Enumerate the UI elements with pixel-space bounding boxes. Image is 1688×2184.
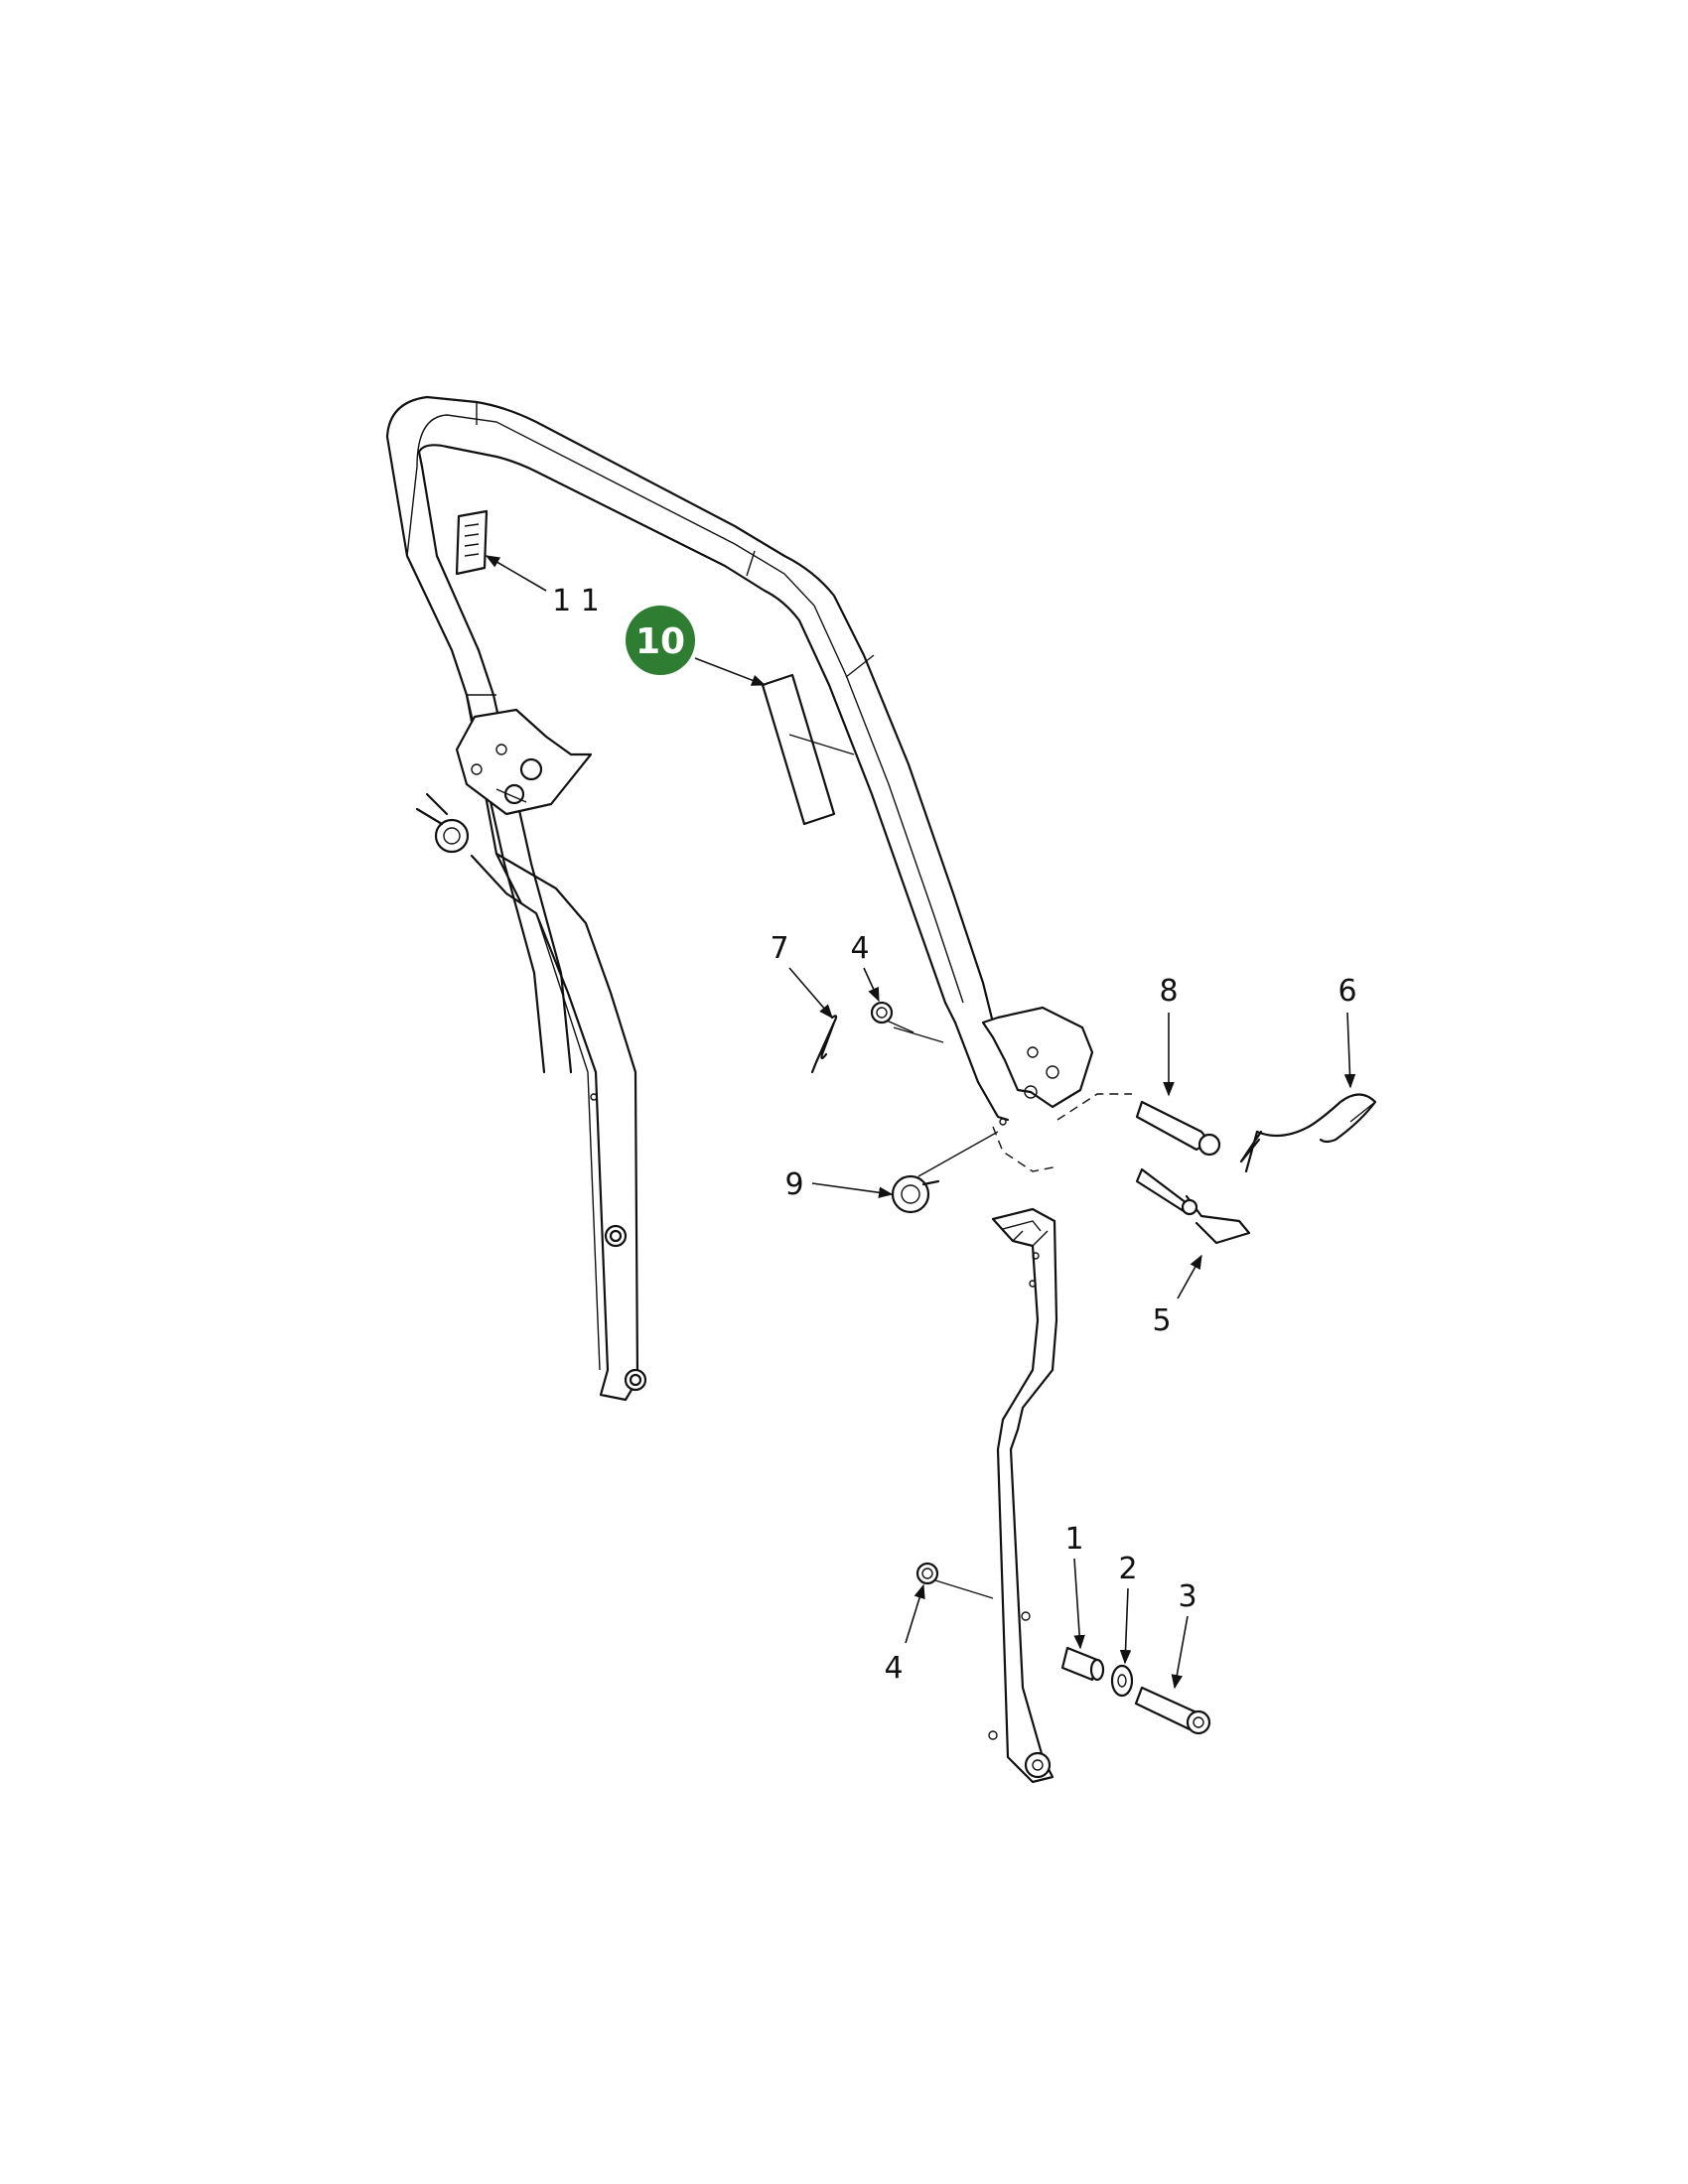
- leader-5: [1177, 1254, 1202, 1299]
- callout-5: 5: [1152, 1303, 1171, 1338]
- left-bracket: [455, 708, 593, 816]
- spacer: [1060, 1646, 1105, 1682]
- leader-6: [1343, 1012, 1356, 1089]
- callout-2: 2: [1118, 1552, 1137, 1586]
- hairpin-cotter: [810, 1015, 838, 1074]
- callout-11: 1 1: [552, 584, 600, 618]
- callout-1: 1: [1064, 1522, 1083, 1557]
- callout-4-top: 4: [850, 931, 869, 966]
- callout-10-highlight: 10: [626, 606, 695, 675]
- leader-11: [485, 555, 547, 592]
- leader-4-top: [863, 967, 880, 1003]
- leader-2: [1119, 1587, 1132, 1665]
- leader-3: [1171, 1615, 1189, 1690]
- right-bracket: [953, 1006, 1094, 1126]
- callout-6: 6: [1337, 974, 1356, 1009]
- callout-10: 10: [635, 621, 685, 662]
- leader-1: [1073, 1558, 1085, 1650]
- clevis-pin: [1135, 1100, 1221, 1157]
- nut-top: [870, 1001, 914, 1033]
- leader-4-bottom: [905, 1583, 925, 1644]
- callout-8: 8: [1159, 974, 1178, 1009]
- callout-4-bottom: 4: [884, 1651, 903, 1686]
- callout-7: 7: [770, 931, 788, 966]
- left-lower-tube: [470, 852, 647, 1402]
- upper-handle: [385, 395, 995, 1074]
- leader-10: [694, 657, 767, 686]
- left-knob: [415, 792, 470, 854]
- align-line-knob: [917, 1131, 999, 1177]
- lock-pin: [1135, 1167, 1251, 1245]
- decal-10: [761, 673, 855, 826]
- align-line-lower: [992, 1126, 1058, 1172]
- nut-bottom: [915, 1562, 994, 1599]
- align-line-nut: [893, 1026, 944, 1043]
- knob: [891, 1174, 940, 1214]
- callout-9: 9: [784, 1167, 803, 1202]
- callout-3: 3: [1178, 1579, 1196, 1614]
- bolt: [1134, 1686, 1211, 1735]
- leader-9: [811, 1182, 894, 1198]
- decal-11: [455, 509, 489, 576]
- leader-7: [788, 967, 833, 1020]
- align-line-upper: [1056, 1093, 1132, 1121]
- right-lower-tube: [988, 1207, 1058, 1784]
- highlight-badge: [626, 606, 695, 675]
- lanyard-hairpin: [1239, 1093, 1377, 1173]
- washer: [1110, 1664, 1134, 1698]
